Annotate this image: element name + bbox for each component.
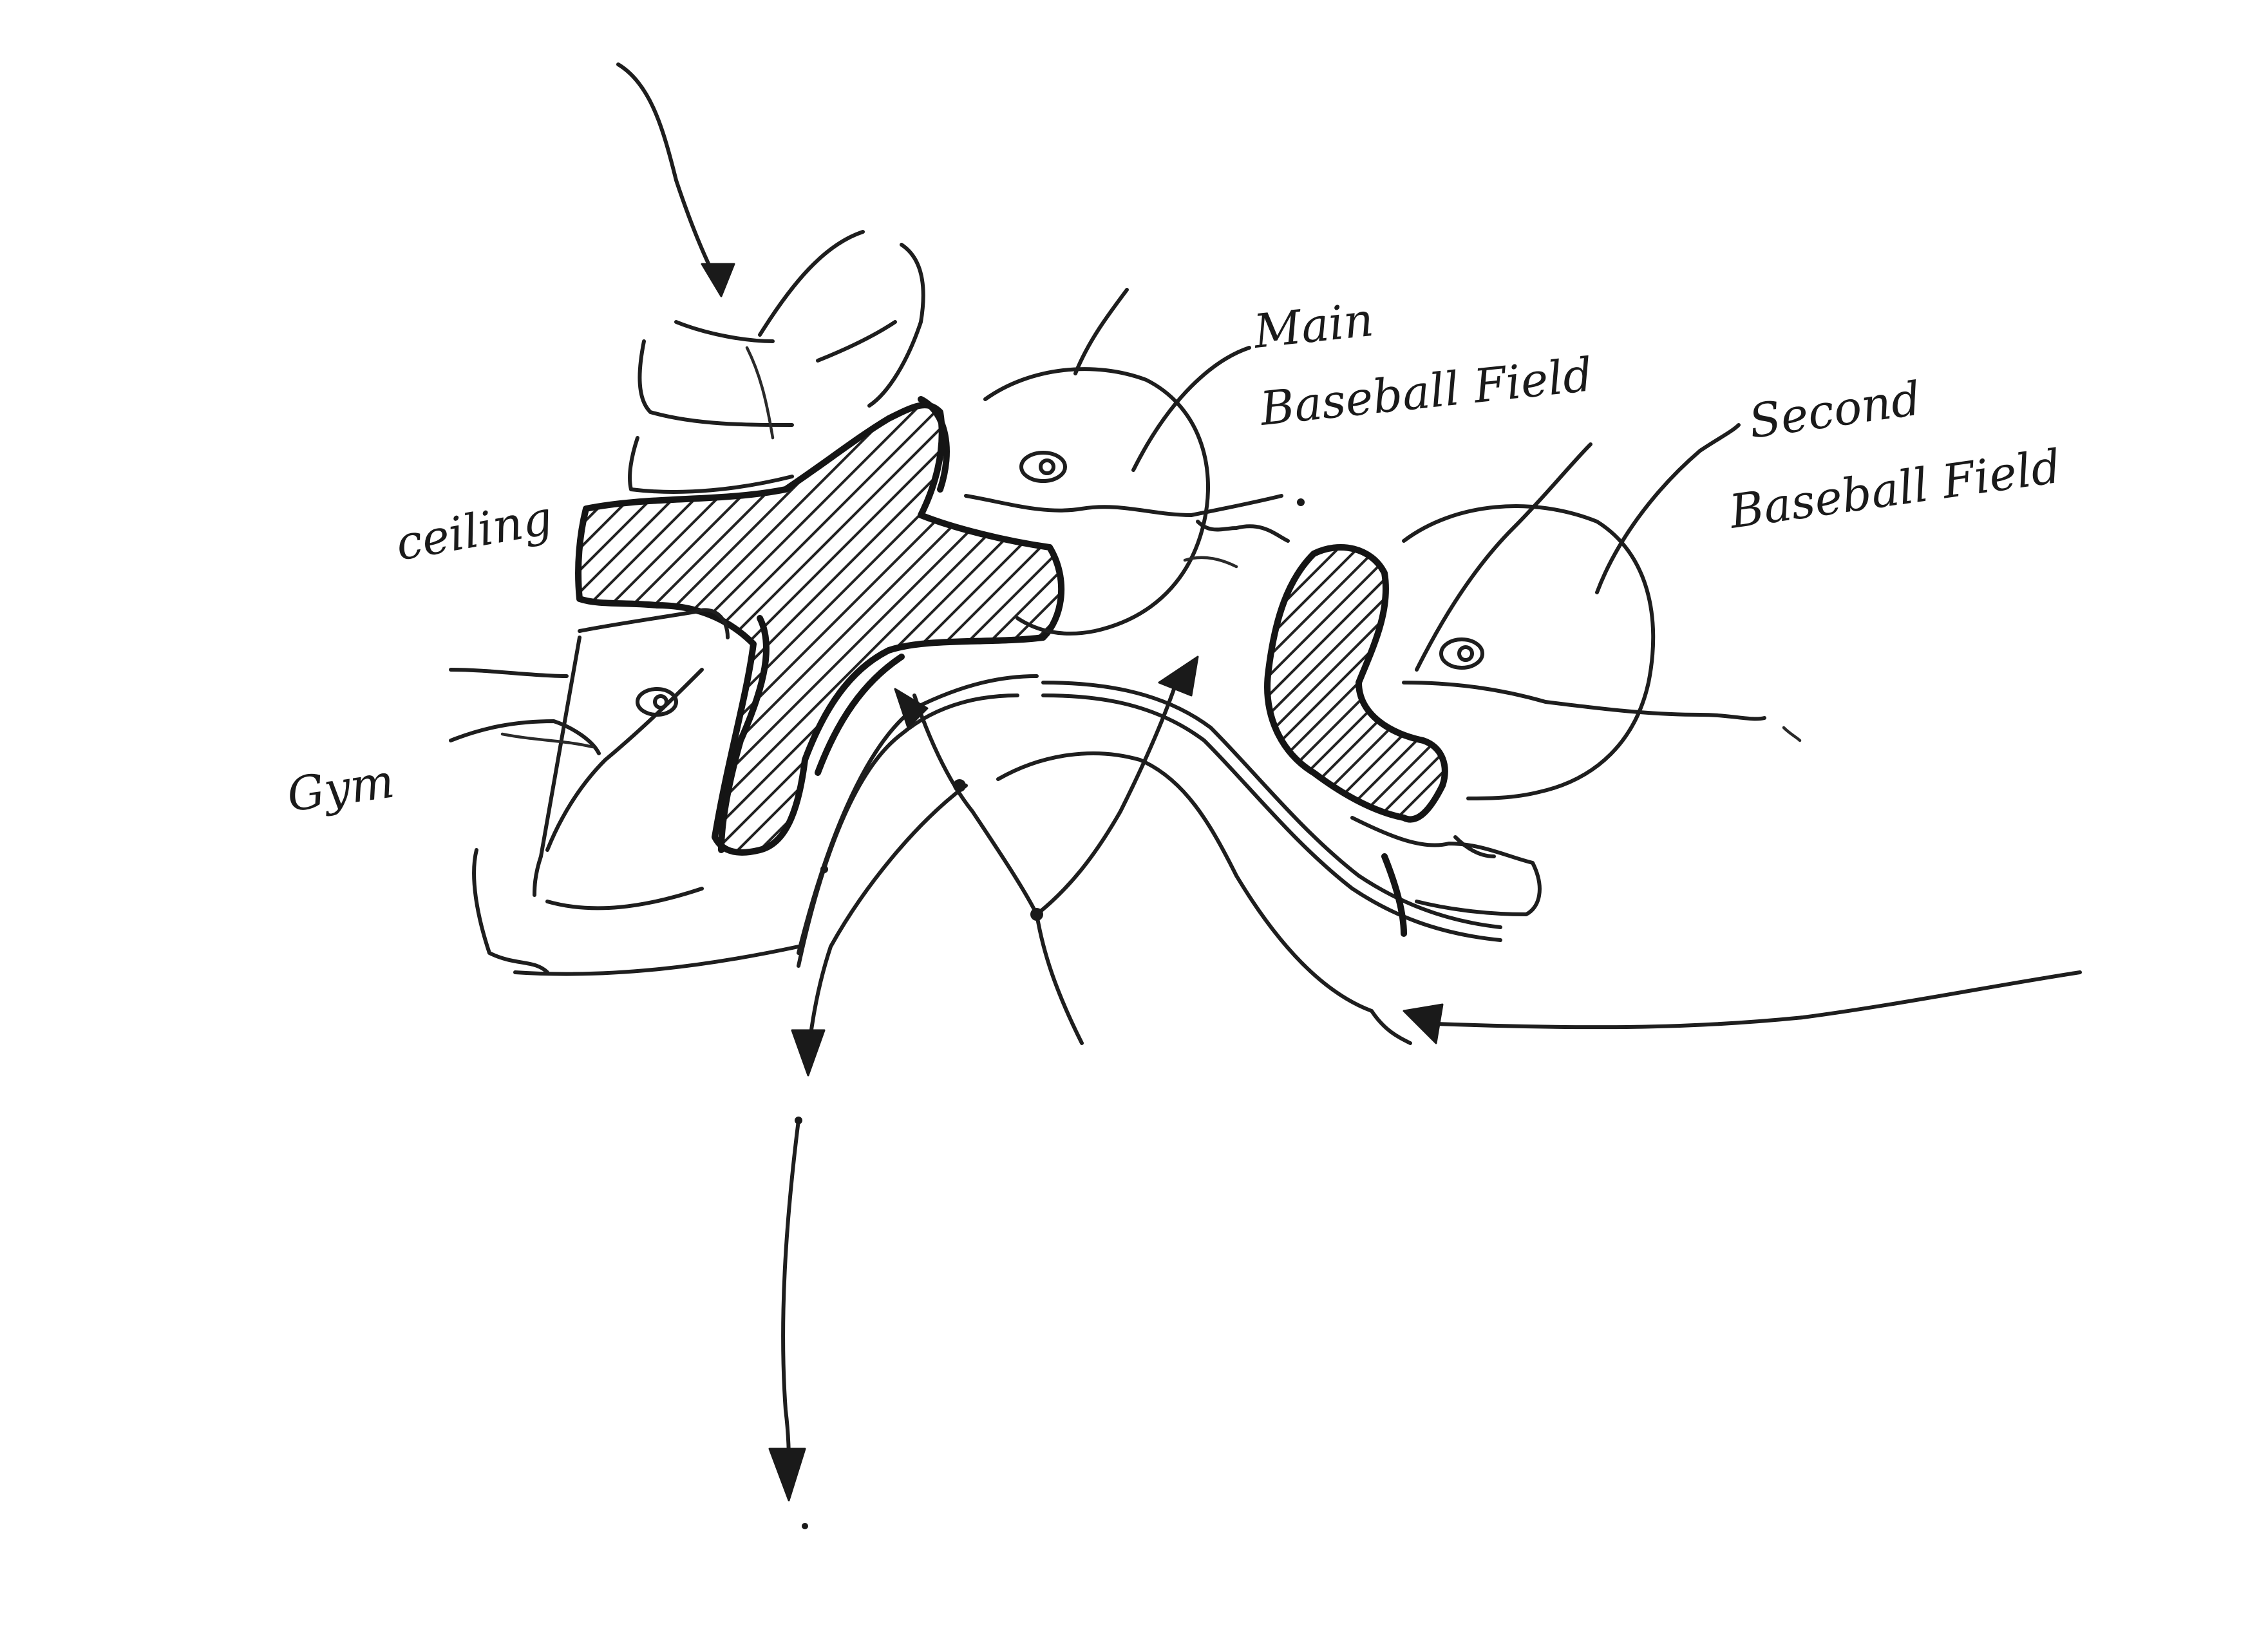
label-leaders bbox=[500, 732, 594, 749]
eye-icon bbox=[1019, 451, 1067, 483]
hatch-line bbox=[1441, 547, 1445, 820]
arrow-head-icon bbox=[894, 688, 929, 729]
second-field-label-line1: Second bbox=[1746, 371, 1924, 448]
hatch-line bbox=[849, 405, 1062, 853]
second-baseball-field bbox=[1402, 423, 1802, 800]
gym-label: Gym bbox=[284, 753, 398, 822]
hatch-line bbox=[1306, 547, 1445, 820]
arrow-head-icon bbox=[701, 263, 735, 297]
arrow-head-icon bbox=[1403, 1003, 1444, 1044]
hatch-line bbox=[578, 405, 918, 853]
arrow-head-icon bbox=[791, 1029, 826, 1077]
hatch-line bbox=[1267, 547, 1431, 820]
hatch-line bbox=[674, 405, 1062, 853]
hatch-line bbox=[1267, 547, 1445, 820]
hatch-line bbox=[1267, 547, 1276, 820]
hatch-line bbox=[827, 405, 1062, 853]
hatch-line bbox=[1002, 405, 1062, 853]
curved-pathways bbox=[797, 674, 1542, 1013]
hatch-line bbox=[893, 405, 1062, 853]
main-baseball-field bbox=[964, 288, 1290, 636]
hatch-line bbox=[695, 405, 1062, 853]
second-field-label-line2: Baseball Field bbox=[1725, 439, 2065, 540]
circulation-arrows bbox=[616, 62, 2082, 1470]
hatch-line bbox=[1364, 547, 1445, 820]
upper-terraces bbox=[628, 230, 925, 494]
hatch-line bbox=[1267, 547, 1412, 820]
gym-block bbox=[449, 608, 800, 976]
hatch-line bbox=[1325, 547, 1445, 820]
arrow-heads bbox=[701, 263, 1444, 1502]
eye-icon bbox=[1439, 637, 1484, 670]
ceiling-label: ceiling bbox=[392, 491, 556, 571]
hatch-line bbox=[739, 405, 1062, 853]
hatch-line bbox=[1383, 547, 1445, 820]
hatch-line bbox=[578, 405, 896, 853]
hatch-line bbox=[1422, 547, 1445, 820]
hatch-line bbox=[1267, 547, 1354, 820]
hatch-line bbox=[914, 405, 1062, 853]
main-field-label-line1: Main bbox=[1250, 292, 1376, 359]
arrow-head-icon bbox=[1158, 656, 1199, 697]
hatch-line bbox=[959, 534, 1256, 831]
junction-dots bbox=[795, 498, 1305, 1529]
hatch-line bbox=[1345, 547, 1445, 820]
eye-icon bbox=[636, 687, 678, 717]
hatch-line bbox=[578, 405, 853, 853]
hatch-line bbox=[1046, 405, 1062, 853]
arrow-head-icon bbox=[768, 1448, 806, 1502]
hatch-line bbox=[578, 405, 984, 853]
hatch-line bbox=[578, 405, 1050, 853]
main-field-label-line2: Baseball Field bbox=[1256, 347, 1595, 436]
hatch-line bbox=[1267, 547, 1392, 820]
hatch-line bbox=[578, 405, 656, 853]
hatch-line bbox=[1267, 547, 1373, 820]
hatch-line bbox=[578, 405, 940, 853]
